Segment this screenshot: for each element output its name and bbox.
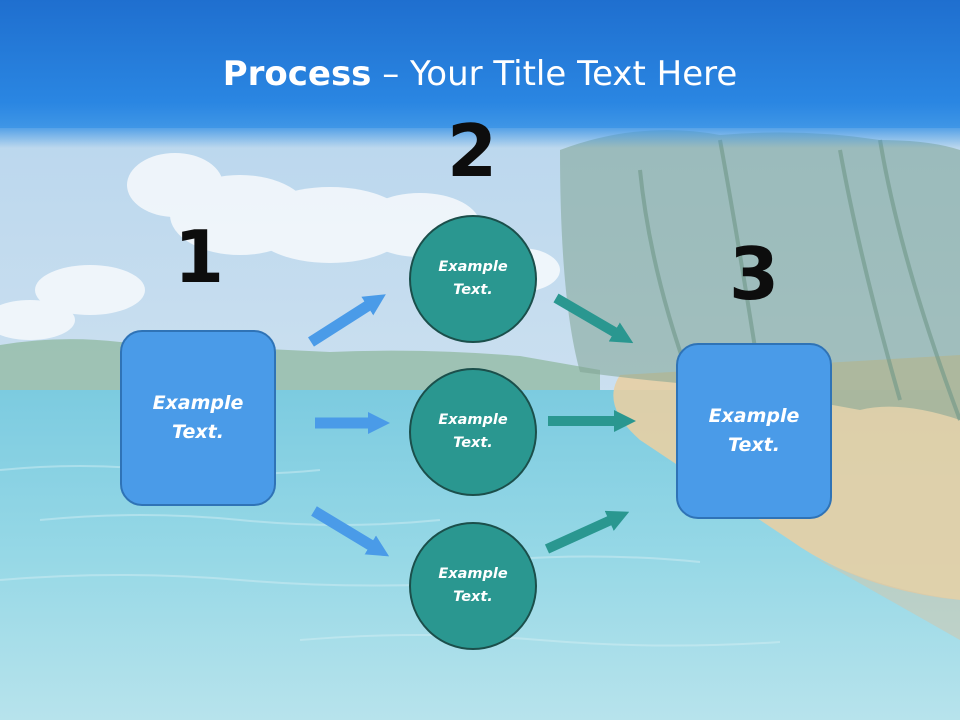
step-number-3: 3 — [728, 232, 780, 316]
circle-bottom-text-line2: Text. — [453, 589, 493, 605]
step-1-box: Example Text. — [120, 330, 276, 506]
slide-title: Process – Your Title Text Here — [0, 52, 960, 96]
step-3-text-line2: Text. — [728, 434, 780, 456]
circle-top-text-line1: Example — [438, 259, 508, 275]
title-bold: Process — [222, 54, 372, 94]
step-1-text-line1: Example — [152, 392, 244, 414]
arrow-bottom-to-3 — [544, 510, 630, 554]
circle-middle-text-line2: Text. — [453, 435, 493, 451]
circle-middle-text-line1: Example — [438, 412, 508, 428]
step-1-text-line2: Text. — [172, 421, 224, 443]
step-2-circle-top: Example Text. — [409, 215, 537, 343]
step-number-1: 1 — [173, 215, 225, 299]
step-2-circle-bottom: Example Text. — [409, 522, 537, 650]
arrow-top-to-3 — [553, 293, 634, 344]
step-3-text-line1: Example — [708, 405, 800, 427]
circle-top-text-line2: Text. — [453, 282, 493, 298]
step-number-2: 2 — [446, 109, 498, 193]
arrow-1-to-top — [308, 294, 386, 347]
step-2-circle-middle: Example Text. — [409, 368, 537, 496]
title-rest: – Your Title Text Here — [371, 54, 738, 94]
step-3-box: Example Text. — [676, 343, 832, 519]
arrow-1-to-bottom — [311, 506, 390, 557]
circle-bottom-text-line1: Example — [438, 566, 508, 582]
